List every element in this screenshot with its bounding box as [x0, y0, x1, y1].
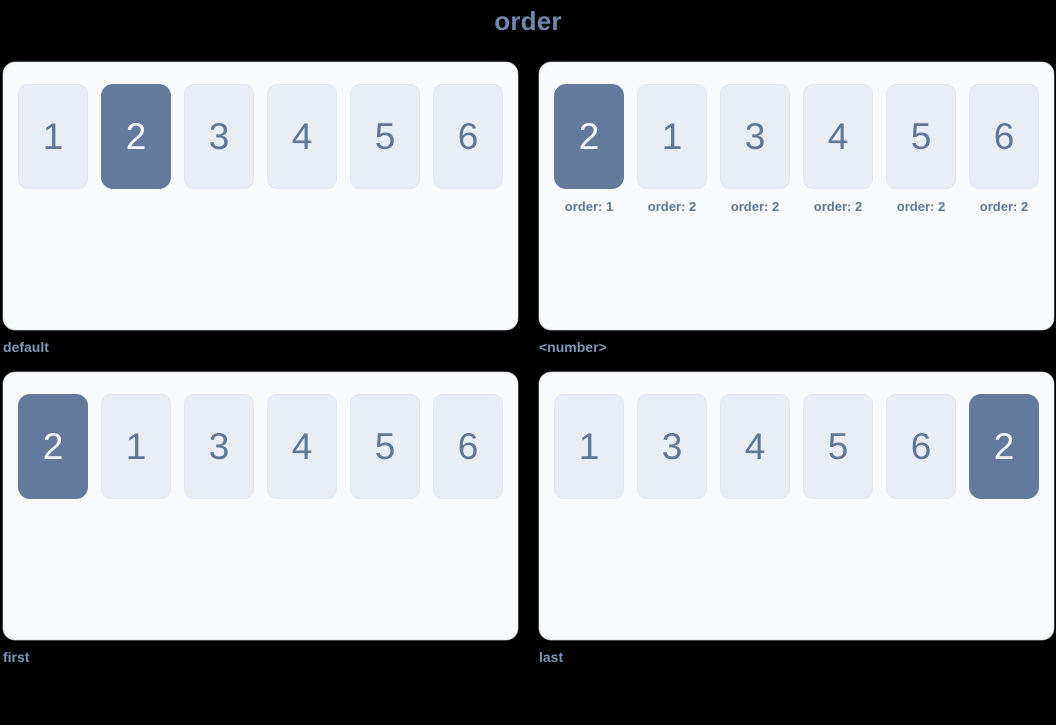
tile-cell: 3	[184, 394, 254, 499]
order-tile[interactable]: 3	[184, 84, 254, 189]
panel-default: 1 2 3 4 5 6	[3, 62, 518, 330]
order-value-label: order: 2	[730, 199, 780, 214]
tile-cell: 1	[18, 84, 88, 189]
panel-caption: first	[3, 649, 30, 665]
order-tile[interactable]: 5	[886, 84, 956, 189]
order-tile[interactable]: 4	[267, 84, 337, 189]
tile-row: 1 2 3 4 5 6	[18, 84, 517, 189]
panel-caption: last	[539, 649, 564, 665]
panel-first: 2 1 3 4 5 6	[3, 372, 518, 640]
tile-row: 1 3 4 5 6 2	[554, 394, 1053, 499]
order-value-label: order: 2	[813, 199, 863, 214]
order-tile[interactable]: 6	[969, 84, 1039, 189]
demo-grid: 1 2 3 4 5 6 default	[3, 62, 1056, 725]
tile-cell: 2 order: 1	[554, 84, 624, 215]
tile-row: 2 order: 1 1 order: 2 3 order: 2 4 order…	[554, 84, 1053, 215]
panel-caption: default	[3, 339, 49, 355]
tile-cell: 2	[18, 394, 88, 499]
panel-last: 1 3 4 5 6 2	[539, 372, 1054, 640]
order-tile[interactable]: 1	[18, 84, 88, 189]
order-tile[interactable]: 6	[886, 394, 956, 499]
order-tile[interactable]: 1	[101, 394, 171, 499]
demo-default: 1 2 3 4 5 6 default	[3, 62, 518, 356]
tile-cell: 1 order: 2	[637, 84, 707, 215]
order-value-label: order: 1	[564, 199, 614, 214]
tile-cell: 1	[554, 394, 624, 499]
tile-row: 2 1 3 4 5 6	[18, 394, 517, 499]
order-tile[interactable]: 3	[720, 84, 790, 189]
order-tile[interactable]: 4	[720, 394, 790, 499]
order-tile-active[interactable]: 2	[969, 394, 1039, 499]
panel-number: 2 order: 1 1 order: 2 3 order: 2 4 order…	[539, 62, 1054, 330]
order-tile[interactable]: 3	[184, 394, 254, 499]
order-tile[interactable]: 4	[267, 394, 337, 499]
page-title: order	[494, 6, 562, 36]
order-tile-active[interactable]: 2	[18, 394, 88, 499]
order-tile[interactable]: 4	[803, 84, 873, 189]
order-tile[interactable]: 5	[803, 394, 873, 499]
order-tile-active[interactable]: 2	[101, 84, 171, 189]
tile-cell: 2	[101, 84, 171, 189]
order-tile[interactable]: 1	[554, 394, 624, 499]
tile-cell: 4	[720, 394, 790, 499]
tile-cell: 3	[184, 84, 254, 189]
tile-cell: 6	[433, 84, 503, 189]
panel-caption: <number>	[539, 339, 607, 355]
tile-cell: 5	[350, 394, 420, 499]
tile-cell: 5 order: 2	[886, 84, 956, 215]
tile-cell: 5	[803, 394, 873, 499]
demo-number: 2 order: 1 1 order: 2 3 order: 2 4 order…	[539, 62, 1054, 356]
order-tile[interactable]: 5	[350, 84, 420, 189]
order-tile[interactable]: 3	[637, 394, 707, 499]
order-tile[interactable]: 5	[350, 394, 420, 499]
demo-first: 2 1 3 4 5 6 first	[3, 372, 518, 666]
tile-cell: 6	[886, 394, 956, 499]
tile-cell: 1	[101, 394, 171, 499]
order-value-label: order: 2	[896, 199, 946, 214]
tile-cell: 5	[350, 84, 420, 189]
order-value-label: order: 2	[647, 199, 697, 214]
tile-cell: 3	[637, 394, 707, 499]
demo-last: 1 3 4 5 6 2 last	[539, 372, 1054, 666]
tile-cell: 6	[433, 394, 503, 499]
order-value-label: order: 2	[979, 199, 1029, 214]
tile-cell: 4 order: 2	[803, 84, 873, 215]
tile-cell: 4	[267, 84, 337, 189]
tile-cell: 2	[969, 394, 1039, 499]
order-tile[interactable]: 6	[433, 84, 503, 189]
tile-cell: 4	[267, 394, 337, 499]
order-tile[interactable]: 1	[637, 84, 707, 189]
order-tile-active[interactable]: 2	[554, 84, 624, 189]
order-tile[interactable]: 6	[433, 394, 503, 499]
tile-cell: 3 order: 2	[720, 84, 790, 215]
tile-cell: 6 order: 2	[969, 84, 1039, 215]
